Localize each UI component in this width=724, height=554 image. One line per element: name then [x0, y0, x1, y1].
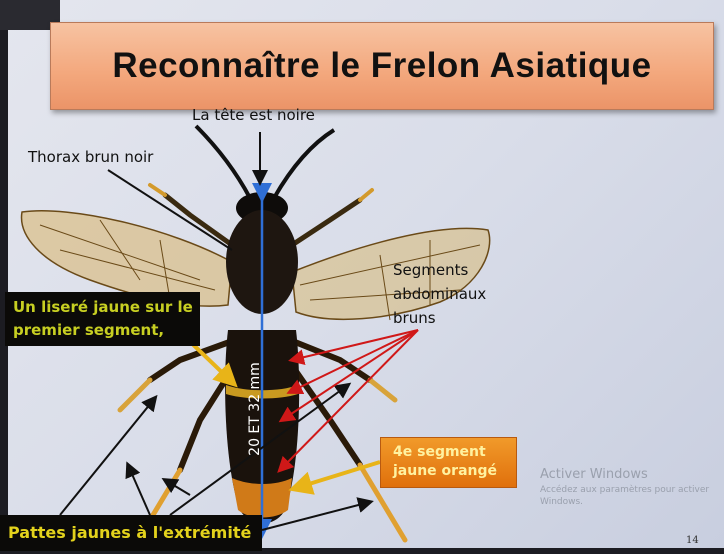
label-head: La tête est noire: [192, 106, 315, 124]
right-wing: [291, 227, 491, 321]
box-first-segment: Un liseré jaune sur le premier segment,: [5, 292, 200, 346]
label-segments: Segments abdominaux bruns: [393, 258, 486, 330]
box-fourth-segment: 4e segment jaune orangé: [380, 437, 517, 488]
watermark-title: Activer Windows: [540, 467, 648, 482]
title-banner: Reconnaître le Frelon Asiatique: [50, 22, 714, 110]
page-number: 14: [686, 535, 699, 546]
label-segments-line: bruns: [393, 309, 436, 327]
box-legs: Pattes jaunes à l'extrémité: [0, 515, 262, 551]
label-thorax: Thorax brun noir: [28, 148, 154, 166]
box-first-segment-line: premier segment,: [13, 321, 165, 339]
watermark-subtitle: Accédez aux paramètres pour activer Wind…: [540, 485, 710, 507]
box-fourth-segment-line: jaune orangé: [393, 463, 498, 479]
slide-title: Reconnaître le Frelon Asiatique: [112, 46, 652, 85]
box-fourth-segment-line: 4e segment: [393, 444, 486, 460]
windows-activation-watermark: Activer Windows Accédez aux paramètres p…: [540, 467, 720, 508]
label-segments-line: Segments: [393, 261, 469, 279]
label-size: 20 ET 32 mm: [247, 362, 263, 456]
box-first-segment-line: Un liseré jaune sur le: [13, 298, 193, 316]
label-segments-line: abdominaux: [393, 285, 487, 303]
segment-arrows: [277, 329, 419, 473]
